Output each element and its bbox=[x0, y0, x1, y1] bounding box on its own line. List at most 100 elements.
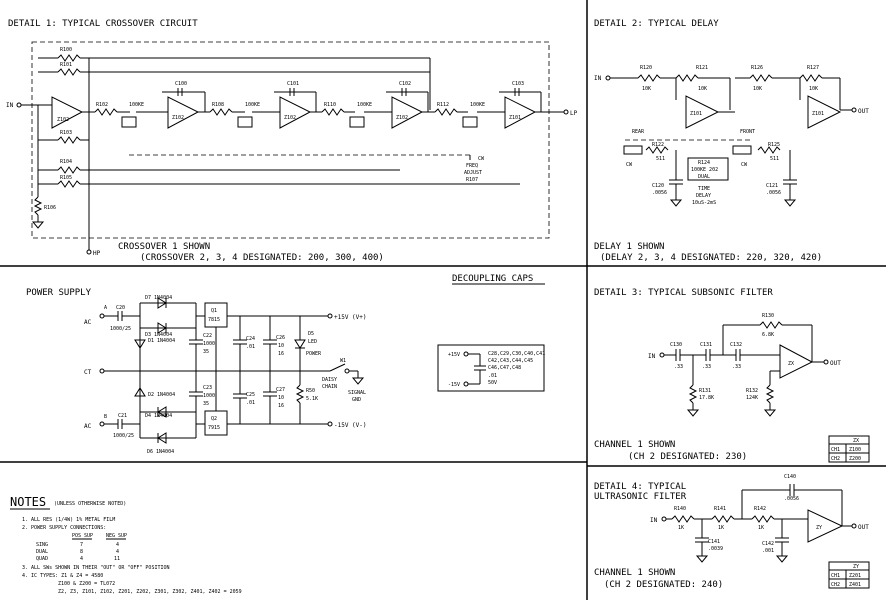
detail2-z101-a: Z101 bbox=[690, 111, 702, 117]
delay-range: 10uS-2mS bbox=[692, 200, 716, 206]
c142-value: .001 bbox=[762, 548, 774, 554]
minus15-label: -15V (V-) bbox=[334, 422, 367, 429]
power-title: POWER SUPPLY bbox=[26, 288, 92, 298]
pot-1-label: 100KE bbox=[129, 102, 144, 108]
notes-row-dual: DUAL bbox=[36, 549, 48, 555]
detail2-footer-1: DELAY 1 SHOWN bbox=[594, 242, 664, 252]
zy-table-ch2: CH2 bbox=[831, 582, 840, 588]
front-cw-label: CW bbox=[741, 162, 748, 168]
decoupling-list-2: C42,C43,C44,C45 bbox=[488, 358, 533, 364]
detail4-ultrasonic: DETAIL 4: TYPICAL ULTRASONIC FILTER IN R… bbox=[594, 474, 870, 590]
detail2-title: DETAIL 2: TYPICAL DELAY bbox=[594, 19, 719, 29]
detail3-footer-2: (CH 2 DESIGNATED: 230) bbox=[628, 452, 747, 462]
c22-voltage: 35 bbox=[203, 349, 209, 355]
detail1-opamp-2: Z102 bbox=[172, 115, 184, 121]
note-5: Z100 & Z200 = TL072 bbox=[58, 581, 115, 587]
r141-label: R141 bbox=[714, 506, 726, 512]
c103-label: C103 bbox=[512, 81, 524, 87]
note-6: Z2, Z3, Z101, Z102, Z201, Z202, Z301, Z3… bbox=[58, 589, 242, 595]
c132-value: .33 bbox=[732, 364, 741, 370]
c22-label: C22 bbox=[203, 333, 212, 339]
detail2-z101-b: Z101 bbox=[812, 111, 824, 117]
note-3: 3. ALL SWs SHOWN IN THEIR "OUT" OR "OFF"… bbox=[22, 565, 170, 571]
ac-label-bottom: AC bbox=[84, 423, 92, 430]
c23-label: C23 bbox=[203, 385, 212, 391]
d2-label: D2 1N4004 bbox=[148, 392, 175, 398]
pot-3-label: 100KE bbox=[357, 102, 372, 108]
c25-label: C25 bbox=[246, 392, 255, 398]
tap-a-label: A bbox=[104, 305, 107, 311]
c22-value: 1000 bbox=[203, 341, 215, 347]
zx-table-ch2-z: Z200 bbox=[849, 456, 861, 462]
detail1-in-label: IN bbox=[6, 102, 14, 109]
note-4: 4. IC TYPES: Z1 & Z4 = 4580 bbox=[22, 573, 103, 579]
c26-label: C26 bbox=[276, 335, 285, 341]
r102-label: R102 bbox=[96, 102, 108, 108]
zy-table-ch2-z: Z401 bbox=[849, 582, 861, 588]
c25-value: .01 bbox=[246, 400, 255, 406]
detail4-title-2: ULTRASONIC FILTER bbox=[594, 492, 687, 502]
r101-label: R101 bbox=[60, 62, 72, 68]
r140-value: 1K bbox=[678, 525, 684, 531]
notes-title: NOTES bbox=[10, 495, 46, 509]
w1-label: W1 bbox=[340, 358, 346, 364]
note-2: 2. POWER SUPPLY CONNECTIONS: bbox=[22, 525, 106, 531]
detail2-delay: DETAIL 2: TYPICAL DELAY IN R120 10K R121… bbox=[594, 19, 869, 263]
freq-label: FREQ bbox=[466, 163, 478, 169]
rear-label: REAR bbox=[632, 129, 645, 135]
c24-label: C24 bbox=[246, 336, 255, 342]
ac-label-top: AC bbox=[84, 319, 92, 326]
c141-label: C141 bbox=[708, 539, 720, 545]
pot-2-label: 100KE bbox=[245, 102, 260, 108]
notes-row-sing: SING bbox=[36, 542, 48, 548]
r122-label: R122 bbox=[652, 142, 664, 148]
decoupling-value: .01 bbox=[488, 373, 497, 379]
r124-value: 100KE 202 bbox=[691, 167, 718, 173]
zy-label: ZY bbox=[816, 525, 822, 531]
c21-label: C21 bbox=[118, 413, 127, 419]
detail3-in-label: IN bbox=[648, 353, 656, 360]
ct-label: CT bbox=[84, 369, 92, 376]
r110-label: R110 bbox=[324, 102, 336, 108]
notes-subtitle: (UNLESS OTHERWISE NOTED) bbox=[54, 501, 126, 507]
detail1-footer-2: (CROSSOVER 2, 3, 4 DESIGNATED: 200, 300,… bbox=[140, 253, 384, 263]
detail1-opamp-1: Z102 bbox=[57, 117, 69, 123]
pot-4-label: 100KE bbox=[470, 102, 485, 108]
c20-label: C20 bbox=[116, 305, 125, 311]
r112-label: R112 bbox=[437, 102, 449, 108]
freq-cw-label: CW bbox=[478, 156, 485, 162]
r141-value: 1K bbox=[718, 525, 724, 531]
zx-label: ZX bbox=[788, 361, 794, 367]
detail1-footer-1: CROSSOVER 1 SHOWN bbox=[118, 242, 210, 252]
r100-label: R100 bbox=[60, 47, 72, 53]
q2-type: 7915 bbox=[208, 425, 220, 431]
r132-value: 124K bbox=[746, 395, 758, 401]
c131-label: C131 bbox=[700, 342, 712, 348]
notes-col-pos: POS SUP bbox=[72, 533, 93, 539]
r142-value: 1K bbox=[758, 525, 764, 531]
daisy-label: DAISY bbox=[322, 377, 337, 383]
notes-row-dual-pos: 8 bbox=[80, 549, 83, 555]
detail1-opamp-3: Z102 bbox=[284, 115, 296, 121]
c27-label: C27 bbox=[276, 387, 285, 393]
detail4-out-label: OUT bbox=[858, 524, 869, 531]
r127-label: R127 bbox=[807, 65, 819, 71]
notes-row-quad: QUAD bbox=[36, 556, 48, 562]
zx-table-head: ZX bbox=[853, 438, 859, 444]
r130-label: R130 bbox=[762, 313, 774, 319]
notes-row-quad-neg: 11 bbox=[114, 556, 120, 562]
r124-label: R124 bbox=[698, 160, 710, 166]
c121-label: C121 bbox=[766, 183, 778, 189]
decoupling-minus-label: -15V bbox=[448, 382, 460, 388]
notes-row-sing-neg: 4 bbox=[116, 542, 119, 548]
detail1-crossover: DETAIL 1: TYPICAL CROSSOVER CIRCUIT IN Z… bbox=[6, 19, 578, 263]
c121-value: .0056 bbox=[766, 190, 781, 196]
r124-dual: DUAL bbox=[698, 174, 710, 180]
detail1-lp-label: LP bbox=[570, 110, 578, 117]
c130-value: .33 bbox=[674, 364, 683, 370]
c102-label: C102 bbox=[399, 81, 411, 87]
c140-label: C140 bbox=[784, 474, 796, 480]
c101-label: C101 bbox=[287, 81, 299, 87]
